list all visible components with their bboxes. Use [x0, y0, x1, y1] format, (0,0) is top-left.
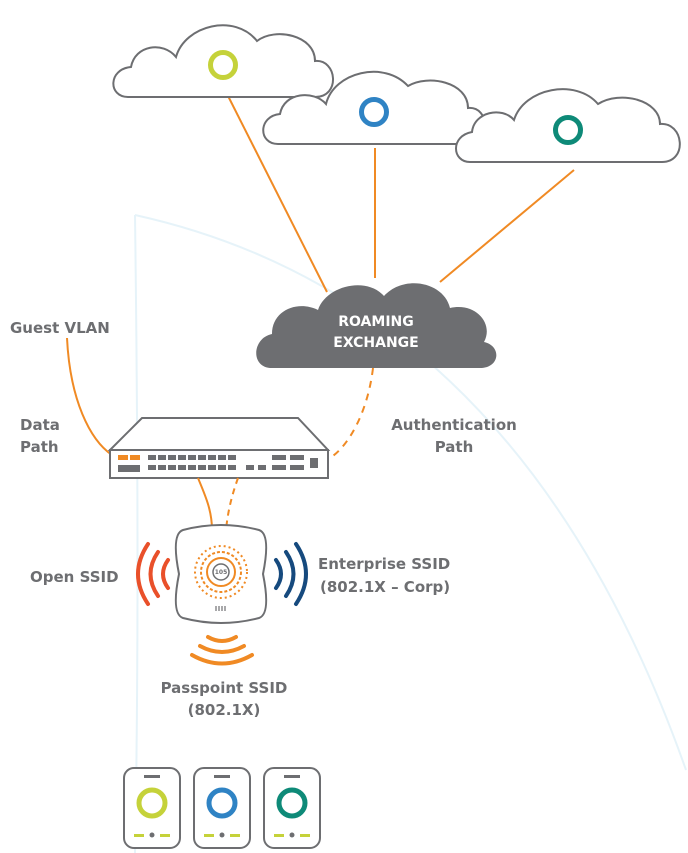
phone-body-1: [123, 767, 181, 849]
phone-speaker-2: [214, 775, 230, 778]
controller-ports: [148, 455, 318, 470]
phone-key-left-1: [134, 834, 144, 837]
auth-path-label-line1: Authentication: [391, 416, 517, 434]
link-provider-1: [222, 85, 328, 293]
auth-path-label-line2: Path: [435, 438, 474, 456]
passpoint-ssid-label-line2: (802.1X): [188, 701, 261, 719]
phone-key-right-1: [160, 834, 170, 837]
provider-cloud-2: [262, 70, 487, 145]
open-ssid-waves-icon: [136, 542, 170, 606]
controller-led-2: [130, 455, 140, 460]
provider-links: [222, 85, 575, 293]
phone-teal: [263, 767, 321, 849]
phone-home-1: [149, 832, 155, 838]
roaming-exchange-label-line2: EXCHANGE: [333, 335, 418, 351]
authentication-path-line: [329, 367, 374, 459]
phone-key-right-2: [230, 834, 240, 837]
ap-data-link: [197, 477, 213, 531]
data-path-line: [66, 337, 113, 456]
phone-blue-icon: [206, 787, 238, 819]
access-point: 105: [174, 524, 268, 624]
phone-lime: [123, 767, 181, 849]
cloud-lime-ring-icon: [208, 50, 238, 80]
phone-teal-icon: [276, 787, 308, 819]
cloud-outline-1: [112, 24, 334, 98]
ap-badge-circle: [212, 563, 230, 581]
controller-switch: [107, 417, 331, 479]
cloud-teal-ring-icon: [553, 115, 583, 145]
controller-port-block: [118, 465, 140, 472]
cloud-blue-ring-icon: [359, 97, 389, 127]
open-ssid-label: Open SSID: [30, 568, 119, 586]
enterprise-ssid-waves-icon: [274, 542, 308, 606]
phone-speaker-3: [284, 775, 300, 778]
controller-top: [107, 417, 331, 451]
cloud-outline-3: [455, 88, 681, 163]
phone-speaker-1: [144, 775, 160, 778]
controller-front: [109, 449, 329, 479]
phone-blue: [193, 767, 251, 849]
data-path-label-line2: Path: [20, 438, 59, 456]
cloud-outline-2: [262, 70, 487, 145]
phone-lime-icon: [136, 787, 168, 819]
provider-cloud-1: [112, 24, 334, 98]
passpoint-ssid-waves-icon: [190, 635, 254, 666]
bg-arc-left: [134, 214, 139, 853]
guest-vlan-label: Guest VLAN: [10, 319, 110, 337]
controller-led-1: [118, 455, 128, 460]
data-path-label-line1: Data: [20, 416, 60, 434]
enterprise-ssid-label-line1: Enterprise SSID: [318, 555, 450, 573]
roaming-exchange-cloud: ROAMING EXCHANGE: [256, 283, 497, 368]
roaming-exchange-label-line1: ROAMING: [338, 314, 414, 330]
passpoint-ssid-label-line1: Passpoint SSID: [161, 679, 288, 697]
bg-arc-right: [134, 214, 687, 771]
ap-vent-icon: [215, 606, 226, 611]
phone-key-left-3: [274, 834, 284, 837]
roaming-exchange-shape: [256, 283, 497, 368]
phone-body-3: [263, 767, 321, 849]
ap-model-badge: 105: [215, 569, 228, 576]
phone-key-right-3: [300, 834, 310, 837]
link-provider-3: [439, 169, 575, 283]
ap-auth-link: [225, 477, 239, 531]
phone-home-2: [219, 832, 225, 838]
provider-cloud-3: [455, 88, 681, 163]
phone-home-3: [289, 832, 295, 838]
ap-signal-icon: [194, 545, 248, 599]
phone-body-2: [193, 767, 251, 849]
enterprise-ssid-label-line2: (802.1X – Corp): [320, 578, 450, 596]
phone-key-left-2: [204, 834, 214, 837]
